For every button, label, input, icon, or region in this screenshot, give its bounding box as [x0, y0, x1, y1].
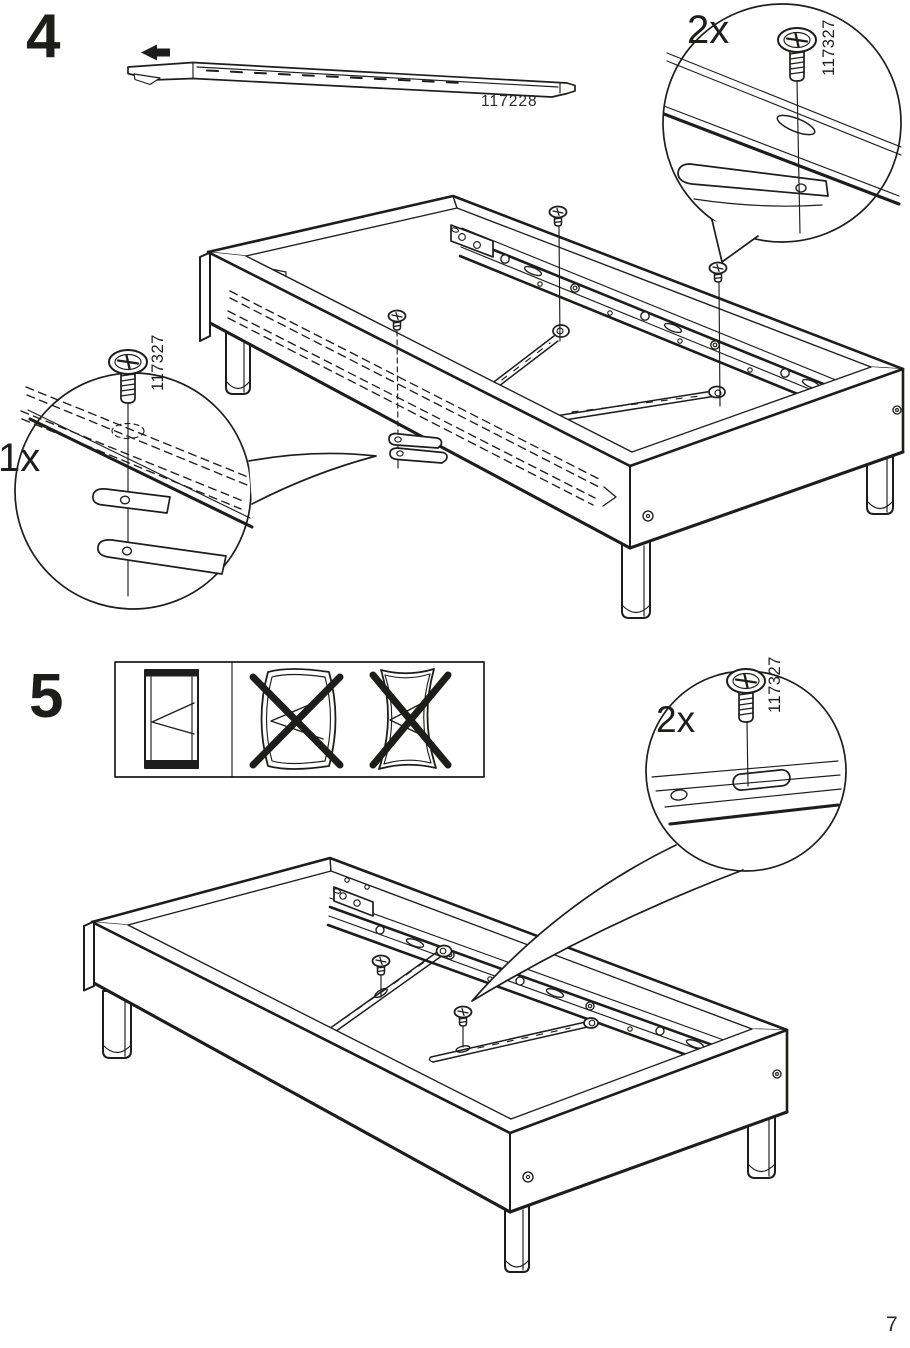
screw-icon — [371, 954, 391, 976]
step5-callout — [471, 667, 847, 1002]
screw-icon — [725, 667, 767, 724]
bed-leg — [225, 331, 894, 619]
screw-icon — [387, 309, 407, 331]
step4-rail-part-illustration — [127, 44, 576, 98]
step4-callout-left — [14, 348, 377, 610]
step5-screw-part-number: 117327 — [766, 656, 784, 713]
screw-icon — [708, 261, 728, 283]
bracket-arm — [677, 163, 829, 197]
step5-bed-frame-illustration — [83, 856, 789, 1273]
screw-icon — [453, 1005, 473, 1027]
left-arrow-icon — [141, 44, 170, 61]
step4-top-quantity-label: 2x — [687, 8, 730, 52]
page-number: 7 — [886, 1313, 898, 1336]
step4-left-quantity-label: 1x — [0, 436, 41, 480]
step5-warning-box — [114, 661, 485, 778]
step5-number: 5 — [29, 662, 64, 731]
step5-quantity-label: 2x — [656, 699, 696, 740]
correct-assembly-icon — [144, 669, 199, 769]
callout-circle — [662, 3, 902, 243]
rail-part-number-label: 117228 — [481, 93, 538, 110]
step4-bed-frame-illustration — [199, 194, 905, 619]
screw-icon — [107, 348, 149, 405]
screw-icon — [548, 205, 568, 227]
incorrect-bulge-icon — [249, 668, 344, 770]
step4-left-screw-part-number: 117327 — [149, 334, 167, 391]
step4-number: 4 — [26, 2, 61, 71]
screw-icon — [776, 26, 818, 83]
incorrect-pinch-icon — [369, 668, 452, 770]
step4-callout-top — [662, 3, 902, 263]
step4-top-screw-part-number: 117327 — [820, 19, 838, 76]
hidden-rail-dashes — [227, 290, 602, 506]
